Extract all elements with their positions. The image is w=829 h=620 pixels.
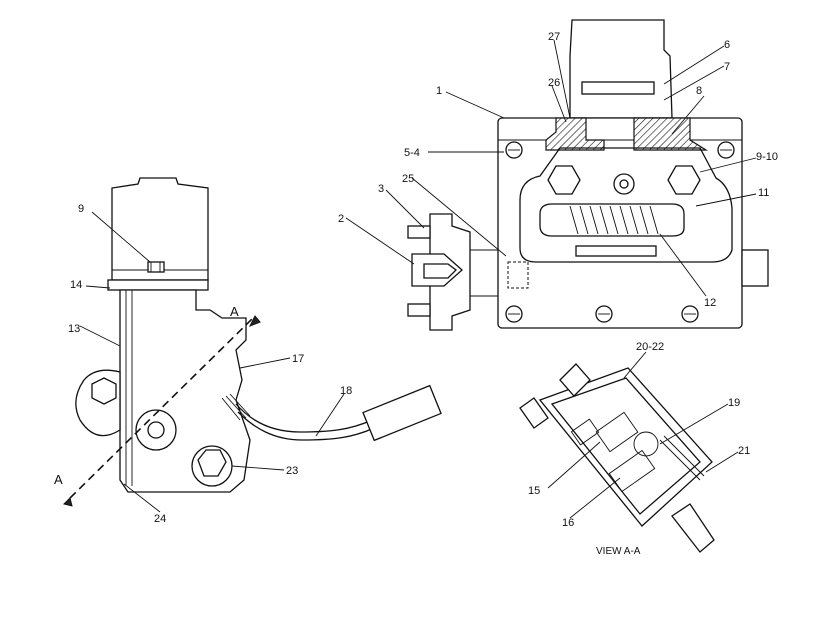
- callout-5-4: 5-4: [404, 147, 420, 159]
- section-marker-a-top: A: [230, 304, 239, 319]
- callout-3: 3: [378, 183, 384, 195]
- callout-8: 8: [696, 85, 702, 97]
- callout-17: 17: [292, 353, 304, 365]
- callout-15: 15: [528, 485, 540, 497]
- view-a-a-section: [519, 363, 715, 553]
- callout-18: 18: [340, 385, 352, 397]
- callout-9: 9: [78, 203, 84, 215]
- callout-25: 25: [402, 173, 414, 185]
- callout-21: 21: [738, 445, 750, 457]
- left-side-assembly: [63, 177, 442, 507]
- callout-27: 27: [548, 31, 560, 43]
- callout-6: 6: [724, 39, 730, 51]
- view-caption: VIEW A-A: [596, 546, 641, 557]
- callout-11: 11: [758, 187, 769, 199]
- callout-7: 7: [724, 61, 730, 73]
- callout-14: 14: [70, 279, 82, 291]
- callout-9-10: 9-10: [756, 151, 778, 163]
- callout-2: 2: [338, 213, 344, 225]
- callout-20-22: 20-22: [636, 341, 664, 353]
- callout-24: 24: [154, 513, 166, 525]
- callout-19: 19: [728, 397, 740, 409]
- section-marker-a-bottom: A: [54, 472, 63, 487]
- upper-right-assembly: [407, 19, 769, 331]
- callout-26: 26: [548, 77, 560, 89]
- callout-1: 1: [436, 85, 442, 97]
- leader-lines: [79, 39, 757, 519]
- callout-labels: 1 2 3 5-4 6 7 8 9-10 9 11 12 13 14 15 16…: [54, 31, 778, 557]
- callout-23: 23: [286, 465, 298, 477]
- callout-13: 13: [68, 323, 80, 335]
- callout-12: 12: [704, 297, 716, 309]
- callout-16: 16: [562, 517, 574, 529]
